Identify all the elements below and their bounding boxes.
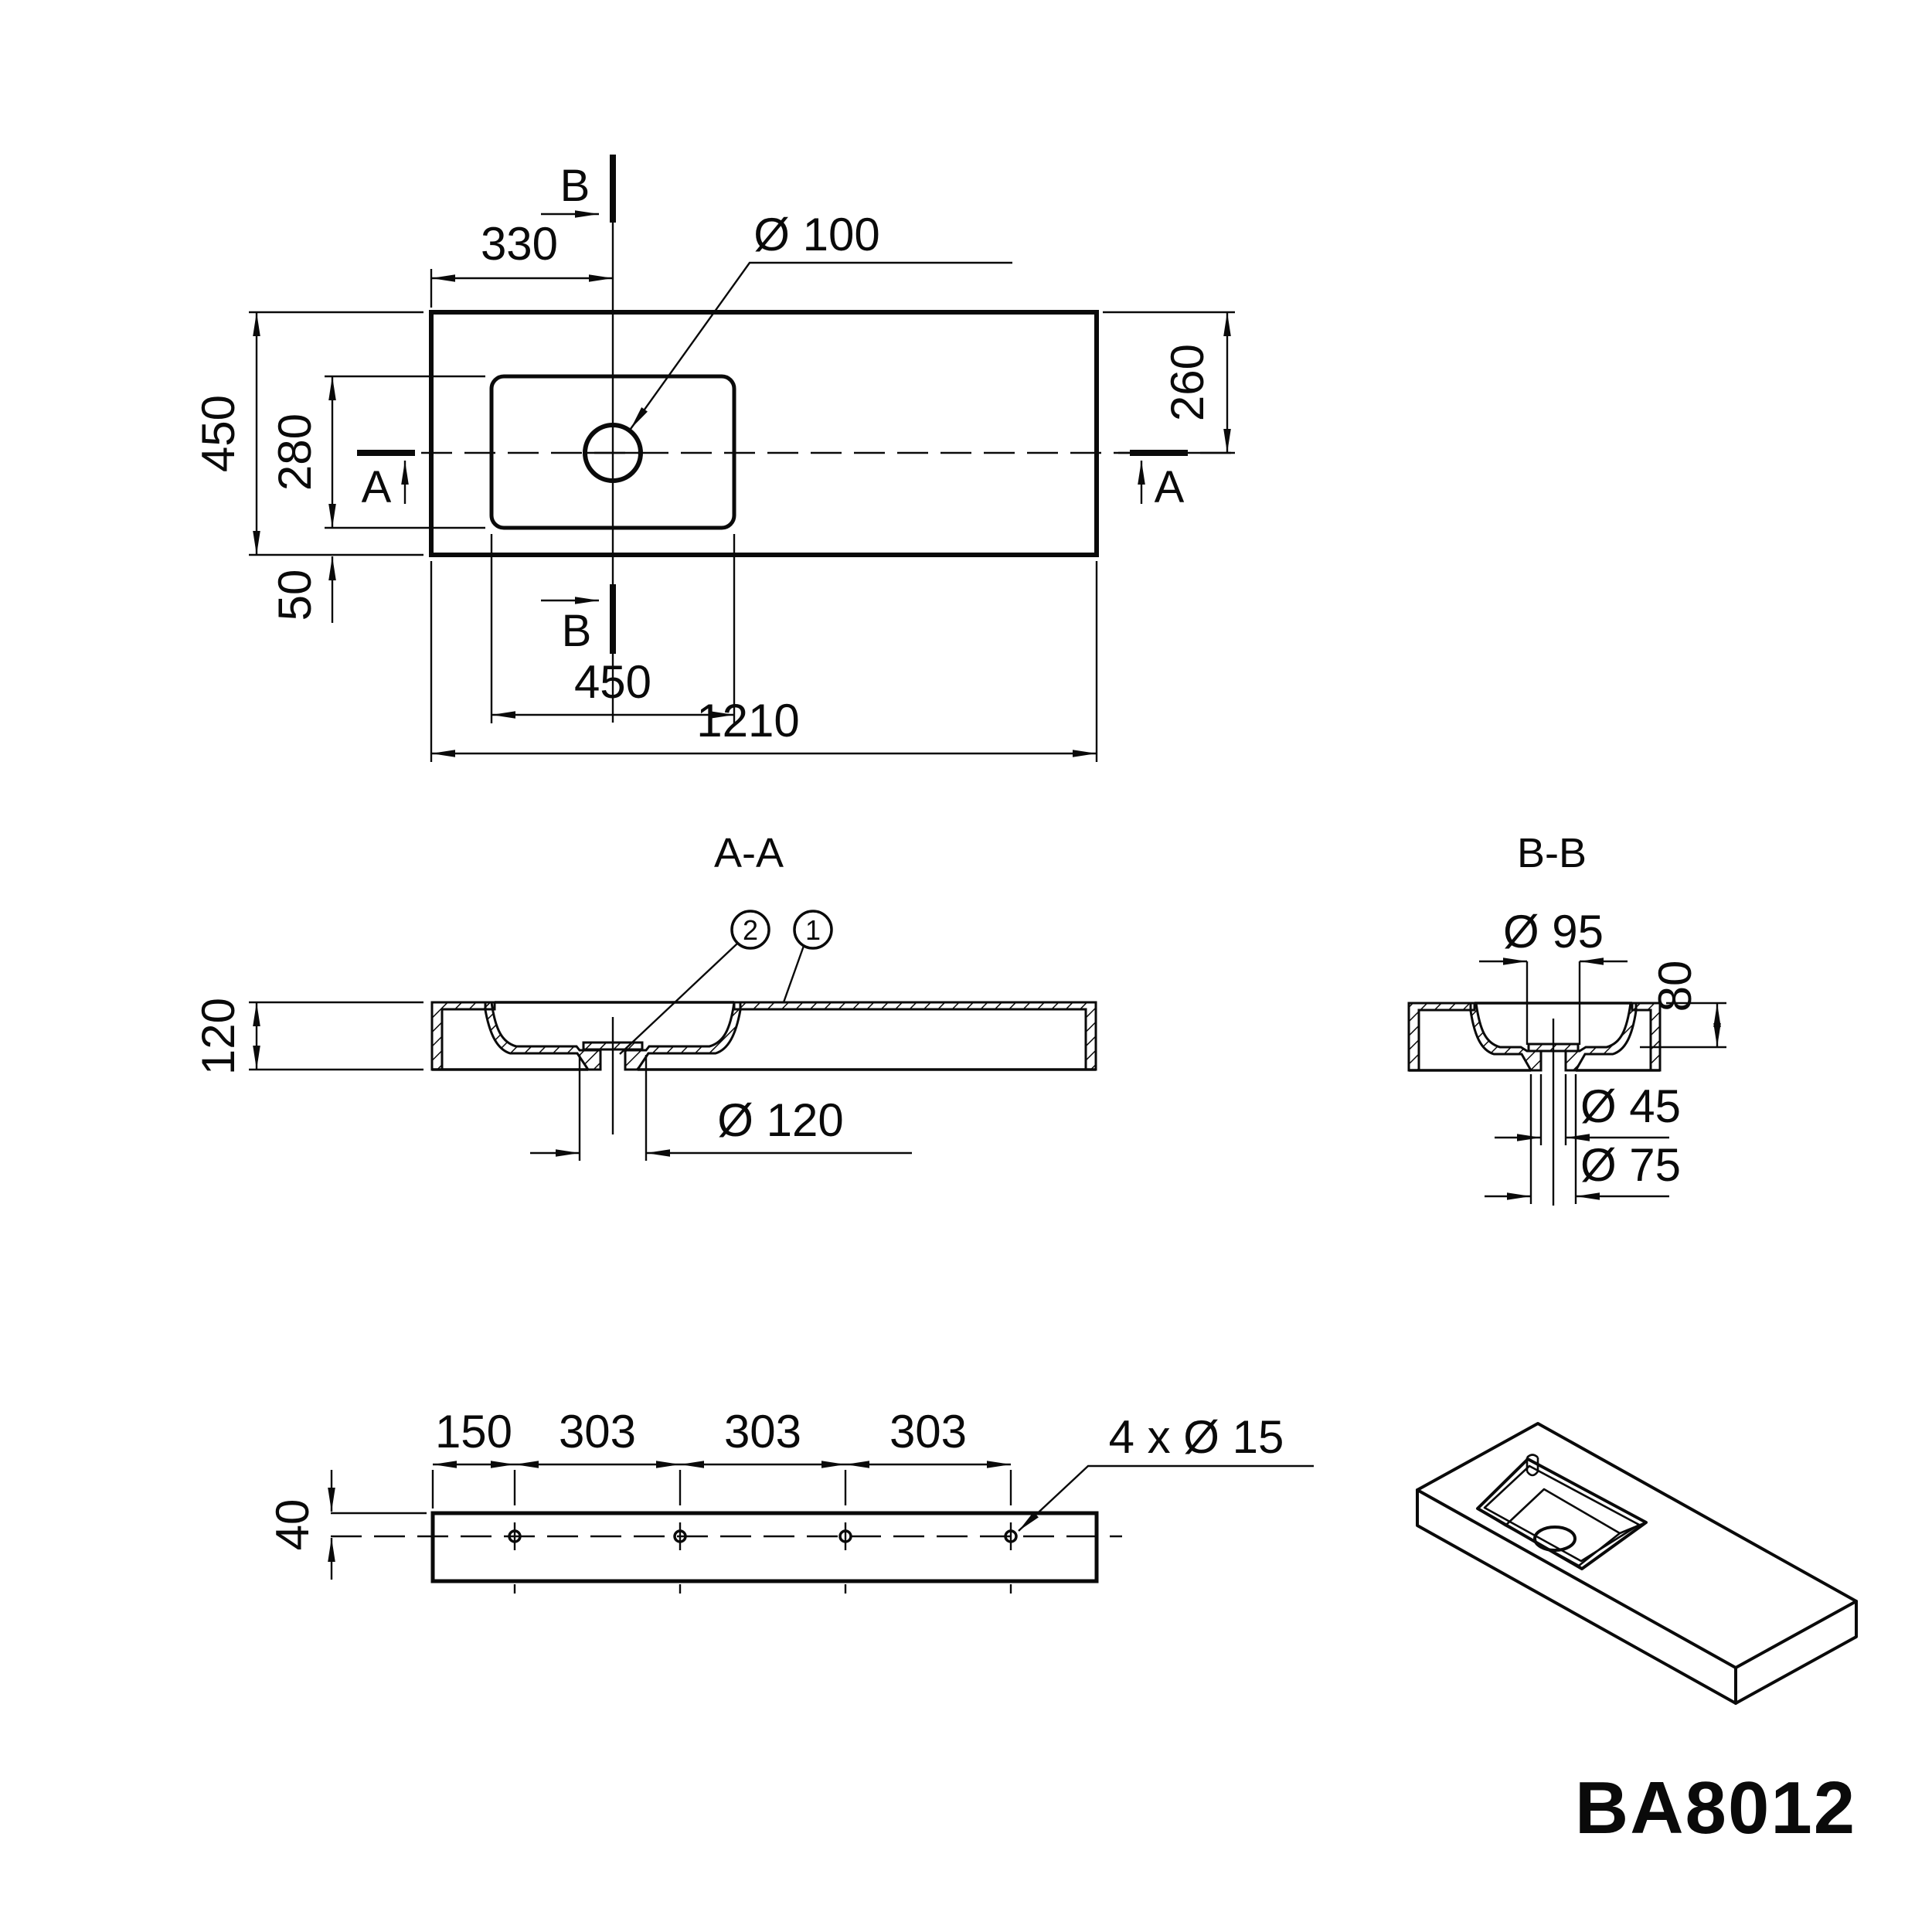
dim-260: 260 — [1103, 311, 1235, 454]
isometric-view — [1416, 1422, 1858, 1705]
balloon-2-number: 2 — [743, 914, 758, 946]
holes-label: 4 x Ø 15 — [1109, 1411, 1284, 1463]
aa-right-deck — [733, 1001, 1097, 1071]
mounting-view: 150 303 303 303 40 4 x Ø 15 — [267, 1406, 1314, 1594]
dim-50-value: 50 — [269, 570, 321, 621]
section-bb-title: B-B — [1517, 830, 1587, 876]
balloon-1-number: 1 — [805, 914, 821, 946]
dim-d95-value: Ø 95 — [1503, 906, 1604, 957]
dim-d45-value: Ø 45 — [1580, 1080, 1681, 1132]
dim-450-basin-value: 450 — [574, 656, 651, 708]
dim-303-value: 303 — [724, 1406, 801, 1458]
balloon-2: 2 — [619, 910, 770, 1055]
section-marker-a-right: A — [1130, 450, 1188, 512]
section-a-letter: A — [1155, 462, 1185, 512]
iso-top-face — [1416, 1422, 1858, 1669]
dim-50: 50 — [269, 556, 336, 623]
section-b-letter: B — [560, 161, 590, 211]
dim-450-basin: 450 — [490, 534, 736, 723]
dim-d120: Ø 120 — [530, 1055, 912, 1161]
dim-80: 80 — [1640, 961, 1726, 1049]
section-marker-b-top: B — [541, 155, 616, 223]
dim-450-depth: 450 — [192, 311, 423, 556]
leader-drain-hole: Ø 100 — [630, 209, 1012, 430]
center-lines — [421, 223, 1235, 723]
section-aa-title: A-A — [714, 830, 784, 876]
dim-303-value: 303 — [889, 1406, 967, 1458]
mounting-hole — [508, 1470, 522, 1594]
bb-left-wall — [1407, 1002, 1476, 1072]
section-aa: A-A 120 Ø 120 — [192, 830, 1097, 1161]
mounting-hole — [673, 1470, 687, 1594]
balloon-1: 1 — [782, 910, 833, 1003]
section-marker-b-bottom: B — [541, 584, 616, 656]
dim-80-value: 80 — [1649, 961, 1701, 1012]
dim-d95: Ø 95 — [1479, 906, 1628, 1045]
iso-basin-wall-edges — [1477, 1507, 1647, 1570]
aa-edges — [432, 1001, 1096, 1134]
dim-260-value: 260 — [1162, 344, 1213, 421]
dim-303-value: 303 — [559, 1406, 636, 1458]
bb-bowl-shell-left — [1469, 1002, 1543, 1072]
mounting-hole — [1004, 1470, 1018, 1594]
iso-corner-detail — [1526, 1454, 1539, 1477]
dim-280: 280 — [269, 375, 485, 529]
dim-d75-value: Ø 75 — [1580, 1139, 1681, 1191]
dim-1210: 1210 — [430, 561, 1098, 762]
rear-face-outline — [430, 1511, 1099, 1583]
bb-bowl-shell-right — [1564, 1002, 1638, 1072]
drain-label: Ø 100 — [753, 209, 879, 260]
dim-330: 330 — [430, 218, 613, 308]
dim-hole-spacing: 150 303 303 303 — [431, 1406, 1011, 1509]
dim-150-value: 150 — [435, 1406, 512, 1458]
mounting-hole — [838, 1470, 852, 1594]
dim-450-depth-value: 450 — [192, 395, 244, 472]
dim-d75: Ø 75 — [1485, 1074, 1681, 1204]
dim-d45: Ø 45 — [1495, 1074, 1681, 1145]
dim-d120-value: Ø 120 — [717, 1094, 843, 1146]
plan-view: B B A A 330 Ø 100 — [192, 155, 1235, 762]
iso-end-face — [1734, 1600, 1858, 1705]
dim-40-value: 40 — [267, 1499, 318, 1551]
iso-front-face — [1416, 1488, 1737, 1705]
section-bb: B-B Ø 95 80 — [1407, 830, 1726, 1206]
dim-1210-value: 1210 — [696, 695, 799, 747]
bb-edges — [1409, 1002, 1660, 1206]
iso-drain-hole — [1533, 1526, 1577, 1552]
section-marker-a-left: A — [357, 450, 415, 512]
aa-bowl-shell-right — [624, 1001, 742, 1071]
dim-120: 120 — [192, 998, 423, 1075]
aa-bowl-shell-left — [484, 1001, 602, 1071]
mounting-holes — [508, 1470, 1018, 1594]
part-number: BA8012 — [1575, 1767, 1856, 1849]
section-b-letter: B — [562, 606, 592, 656]
dim-40: 40 — [267, 1470, 427, 1580]
washbasin-outline — [429, 310, 1099, 557]
dim-280-value: 280 — [269, 413, 321, 491]
dim-330-value: 330 — [481, 218, 558, 270]
leader-mounting-holes: 4 x Ø 15 — [1018, 1411, 1314, 1532]
dim-120-value: 120 — [192, 998, 244, 1075]
section-a-letter: A — [362, 462, 392, 512]
